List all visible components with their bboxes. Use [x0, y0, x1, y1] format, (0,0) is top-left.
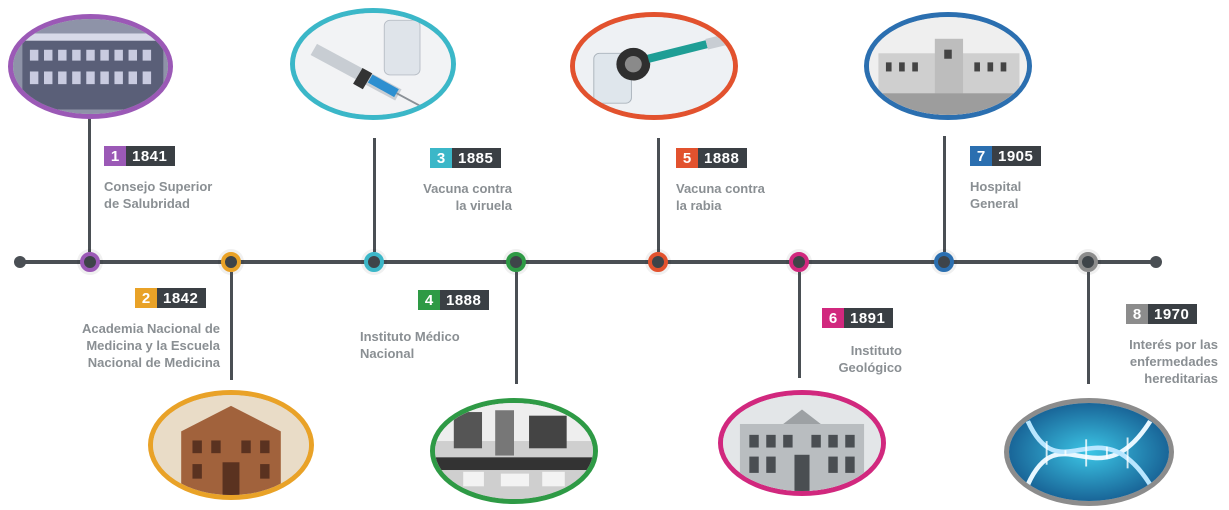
lab-icon [430, 398, 598, 504]
event-badge-4: 4 1888 [418, 290, 490, 310]
event-year: 1888 [698, 148, 748, 168]
event-badge-6: 6 1891 [822, 308, 894, 328]
event-label-line: Medicina y la Escuela [86, 338, 220, 353]
event-label-6: Instituto Geológico [800, 342, 902, 376]
stem-1 [88, 112, 91, 252]
stem-8 [1087, 272, 1090, 384]
event-label-line: Geológico [838, 360, 902, 375]
event-badge-8: 8 1970 [1126, 304, 1198, 324]
timeline-node-6[interactable] [789, 252, 809, 272]
event-badge-2: 2 1842 [135, 288, 207, 308]
event-badge-5: 5 1888 [676, 148, 748, 168]
stem-6 [798, 272, 801, 378]
syringe-icon [290, 8, 456, 120]
event-year: 1891 [844, 308, 894, 328]
vial-icon [570, 12, 738, 120]
event-label-line: Academia Nacional de [82, 321, 220, 336]
event-badge-3: 3 1885 [430, 148, 502, 168]
timeline-node-5[interactable] [648, 252, 668, 272]
stem-7 [943, 136, 946, 252]
event-year: 1841 [126, 146, 176, 166]
event-year: 1905 [992, 146, 1042, 166]
timeline-node-2[interactable] [221, 252, 241, 272]
event-label-line: Nacional de Medicina [87, 355, 220, 370]
stem-3 [373, 138, 376, 252]
timeline-end-dot [1150, 256, 1162, 268]
event-number: 8 [1126, 304, 1148, 324]
event-label-3: Vacuna contra la viruela [380, 180, 512, 214]
timeline-node-7[interactable] [934, 252, 954, 272]
stem-4 [515, 272, 518, 384]
timeline-node-1[interactable] [80, 252, 100, 272]
event-badge-1: 1 1841 [104, 146, 176, 166]
institute-icon [718, 390, 886, 496]
event-number: 6 [822, 308, 844, 328]
stem-5 [657, 138, 660, 252]
timeline-node-4[interactable] [506, 252, 526, 272]
event-year: 1888 [440, 290, 490, 310]
event-label-2: Academia Nacional de Medicina y la Escue… [40, 320, 220, 371]
event-number: 7 [970, 146, 992, 166]
event-label-line: Interés por las [1129, 337, 1218, 352]
hospital-icon [864, 12, 1032, 120]
event-year: 1970 [1148, 304, 1198, 324]
timeline-node-3[interactable] [364, 252, 384, 272]
event-label-5: Vacuna contra la rabia [676, 180, 765, 214]
event-label-line: Instituto Médico [360, 329, 460, 344]
event-label-line: Vacuna contra [423, 181, 512, 196]
event-number: 5 [676, 148, 698, 168]
timeline-node-8[interactable] [1078, 252, 1098, 272]
event-label-line: Instituto [850, 343, 902, 358]
event-label-line: la rabia [676, 198, 722, 213]
stem-2 [230, 272, 233, 380]
timeline-axis [20, 260, 1156, 264]
event-label-line: Nacional [360, 346, 415, 361]
event-label-line: de Salubridad [104, 196, 190, 211]
event-label-line: Hospital [970, 179, 1022, 194]
event-label-line: enfermedades [1129, 354, 1218, 369]
event-number: 3 [430, 148, 452, 168]
event-badge-7: 7 1905 [970, 146, 1042, 166]
event-label-4: Instituto Médico Nacional [360, 328, 460, 362]
event-label-line: General [970, 196, 1019, 211]
building-icon [8, 14, 173, 119]
event-label-line: Consejo Superior [104, 179, 213, 194]
timeline-start-dot [14, 256, 26, 268]
event-label-7: Hospital General [970, 178, 1021, 212]
event-label-8: Interés por las enfermedades hereditaria… [1100, 336, 1218, 387]
event-number: 1 [104, 146, 126, 166]
event-label-line: hereditarias [1144, 371, 1218, 386]
event-number: 2 [135, 288, 157, 308]
event-label-line: Vacuna contra [676, 181, 765, 196]
event-number: 4 [418, 290, 440, 310]
event-year: 1842 [157, 288, 207, 308]
palace-icon [148, 390, 314, 500]
event-year: 1885 [452, 148, 502, 168]
dna-icon [1004, 398, 1174, 506]
event-label-line: la viruela [455, 198, 512, 213]
event-label-1: Consejo Superior de Salubridad [104, 178, 212, 212]
